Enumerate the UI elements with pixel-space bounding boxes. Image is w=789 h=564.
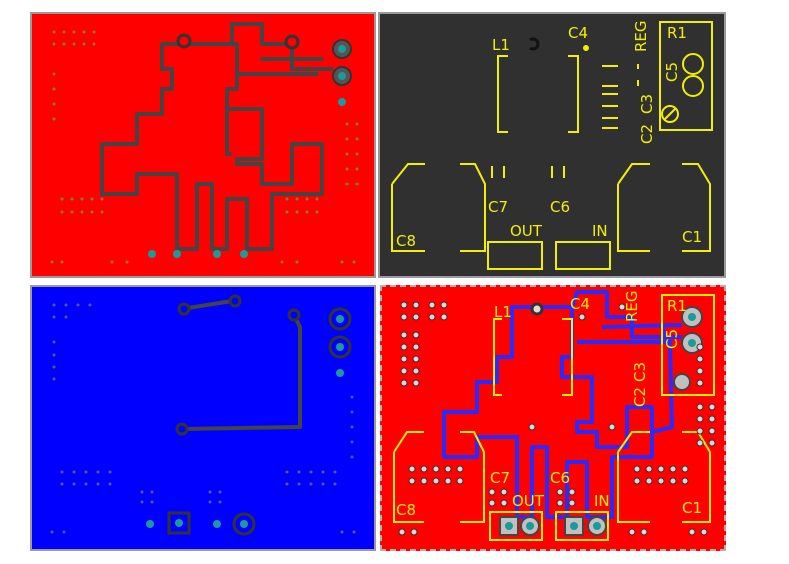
combined-label-C1: C1 [682, 499, 702, 517]
combined-label-C6: C6 [550, 469, 570, 487]
bottom-copper-art [50, 294, 356, 536]
label-C8: C8 [396, 232, 416, 250]
combined-label-C5: C5 [663, 329, 681, 349]
combined-label-C2: C2 [631, 387, 649, 407]
label-REG: REG [632, 20, 650, 52]
top-copper-panel [30, 12, 376, 278]
bottom-via-grid [50, 303, 356, 534]
label-C1: C1 [682, 228, 702, 246]
label-C2: C2 [638, 124, 656, 144]
silkscreen-art: L1 C4 R1 REG C5 C3 C2 C7 C6 C8 C1 OUT IN [391, 20, 713, 270]
label-C7: C7 [488, 198, 508, 216]
bottom-copper-panel [30, 285, 376, 551]
label-IN: IN [592, 222, 608, 240]
combined-label-OUT: OUT [512, 492, 545, 510]
combined-label-C3: C3 [631, 362, 649, 382]
combined-label-R1: R1 [667, 297, 687, 315]
combined-via-grid [398, 301, 716, 536]
label-C3: C3 [638, 94, 656, 114]
top-via-grid [50, 30, 359, 264]
silkscreen-panel: L1 C4 R1 REG C5 C3 C2 C7 C6 C8 C1 OUT IN [378, 12, 726, 278]
label-OUT: OUT [510, 222, 543, 240]
combined-label-C7: C7 [490, 469, 510, 487]
combined-label-REG: REG [623, 290, 641, 322]
label-C6: C6 [550, 198, 570, 216]
combined-panel: L1 C4 R1 REG C5 C3 C2 C7 C6 C8 C1 OUT IN [380, 285, 726, 551]
top-copper-art [50, 22, 359, 264]
label-C4: C4 [568, 24, 588, 42]
combined-label-L1: L1 [494, 303, 512, 321]
label-C5: C5 [663, 62, 681, 82]
combined-art: L1 C4 R1 REG C5 C3 C2 C7 C6 C8 C1 OUT IN [393, 290, 716, 541]
combined-label-C4: C4 [570, 295, 590, 313]
combined-label-C8: C8 [396, 501, 416, 519]
label-R1: R1 [667, 24, 687, 42]
combined-label-IN: IN [594, 492, 610, 510]
label-L1: L1 [492, 36, 510, 54]
